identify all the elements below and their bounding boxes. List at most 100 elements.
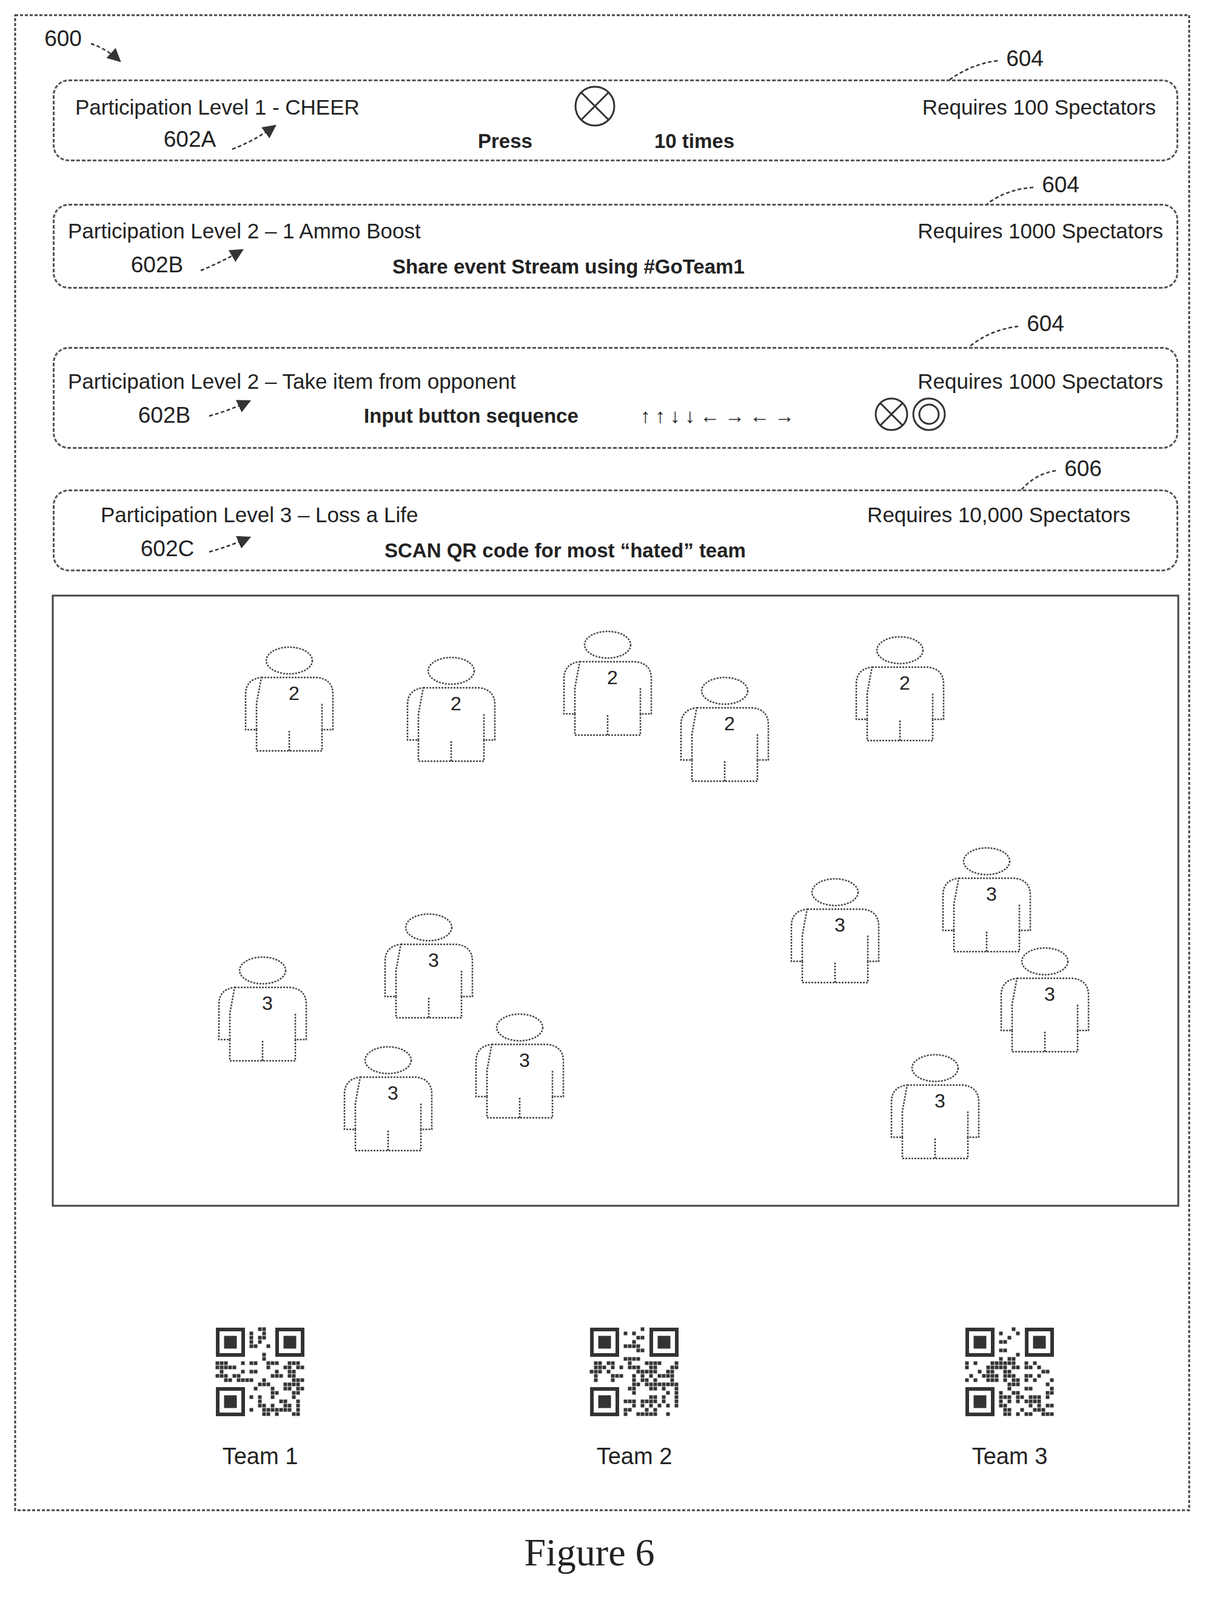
qr-module (670, 1365, 675, 1370)
qr-module (1037, 1395, 1042, 1400)
qr-finder (277, 1329, 303, 1355)
qr-module (615, 1374, 620, 1378)
qr-module (1020, 1395, 1025, 1400)
qr-module (999, 1357, 1004, 1361)
qr-module (657, 1382, 662, 1387)
person-body (344, 1077, 432, 1151)
qr-module (1046, 1391, 1050, 1395)
qr-module (590, 1369, 594, 1374)
qr-module (288, 1369, 292, 1374)
qr-module (262, 1403, 267, 1408)
qr-module (649, 1395, 654, 1400)
qr-module (594, 1378, 598, 1383)
person-head (811, 878, 859, 906)
qr-module (653, 1408, 658, 1412)
qr-module (279, 1374, 284, 1378)
qr-module (640, 1378, 645, 1383)
qr-module (262, 1357, 267, 1361)
qr-module (1003, 1374, 1008, 1378)
callout-number: 604 (1041, 172, 1080, 199)
qr-module (999, 1348, 1004, 1353)
qr-finder (1033, 1335, 1047, 1349)
qr-module (662, 1374, 666, 1378)
qr-module (1007, 1369, 1012, 1374)
qr-module (628, 1386, 632, 1391)
qr-module (653, 1382, 658, 1387)
leader-arrow (90, 43, 121, 62)
qr-module (258, 1395, 262, 1400)
qr-module (292, 1395, 296, 1400)
team-number: 3 (834, 913, 846, 937)
callout-number: 606 (1064, 456, 1102, 483)
qr-module (619, 1374, 624, 1378)
team-label: Team 3 (972, 1443, 1048, 1470)
qr-module (1037, 1399, 1042, 1404)
qr-finder (283, 1335, 297, 1349)
qr-module (296, 1408, 301, 1412)
person-body (476, 1044, 564, 1118)
qr-module (1050, 1403, 1054, 1408)
box-text: Requires 1000 Spectators (917, 369, 1164, 394)
qr-module (1007, 1395, 1012, 1400)
box-text: Participation Level 2 – Take item from o… (67, 369, 517, 394)
qr-module (1016, 1399, 1020, 1404)
qr-module (296, 1361, 301, 1366)
callout-number: 604 (1026, 311, 1065, 338)
qr-module (224, 1378, 229, 1383)
qr-module (288, 1374, 292, 1378)
qr-module (1012, 1391, 1016, 1395)
qr-module (1007, 1399, 1012, 1404)
qr-module (1024, 1386, 1029, 1391)
qr-module (628, 1399, 632, 1404)
qr-module (228, 1378, 233, 1383)
qr-module (640, 1335, 645, 1340)
qr-module (262, 1352, 267, 1357)
qr-module (653, 1412, 658, 1416)
qr-module (1007, 1382, 1012, 1387)
qr-module (632, 1340, 637, 1344)
qr-module (249, 1408, 254, 1412)
qr-module (275, 1391, 279, 1395)
qr-module (1050, 1412, 1054, 1416)
qr-module (632, 1378, 637, 1383)
qr-module (628, 1357, 632, 1361)
qr-module (300, 1386, 305, 1391)
qr-module (640, 1374, 645, 1378)
qr-module (1050, 1391, 1054, 1395)
qr-module (271, 1395, 275, 1400)
qr-module (649, 1403, 654, 1408)
person-head (1021, 947, 1068, 975)
qr-module (632, 1382, 637, 1387)
qr-module (271, 1408, 275, 1412)
spectator-view-frame (52, 595, 1179, 1206)
person-body (563, 661, 652, 735)
qr-module (245, 1378, 250, 1383)
qr-module (1037, 1403, 1042, 1408)
spectator-figure: 3 (996, 946, 1094, 1053)
qr-module (1016, 1412, 1020, 1416)
qr-module (1037, 1374, 1042, 1378)
qr-module (990, 1369, 995, 1374)
qr-module (965, 1365, 970, 1370)
qr-module (266, 1361, 271, 1366)
participation-level-box: Participation Level 2 – Take item from o… (52, 346, 1179, 449)
qr-module (249, 1361, 254, 1366)
qr-module (1046, 1382, 1050, 1387)
qr-module (628, 1408, 632, 1412)
qr-module (624, 1412, 628, 1416)
qr-module (999, 1391, 1004, 1395)
qr-module (1046, 1369, 1050, 1374)
box-text: Participation Level 1 - CHEER (75, 95, 360, 120)
qr-module (1003, 1361, 1008, 1366)
qr-module (995, 1378, 999, 1383)
qr-module (1016, 1365, 1020, 1370)
qr-module (266, 1408, 271, 1412)
qr-module (670, 1374, 675, 1378)
qr-module (1046, 1412, 1050, 1416)
box-text: Press (477, 129, 533, 153)
leader-line (1021, 470, 1056, 490)
qr-module (215, 1374, 220, 1378)
qr-module (982, 1374, 987, 1378)
qr-module (986, 1369, 991, 1374)
qr-module (990, 1374, 995, 1378)
